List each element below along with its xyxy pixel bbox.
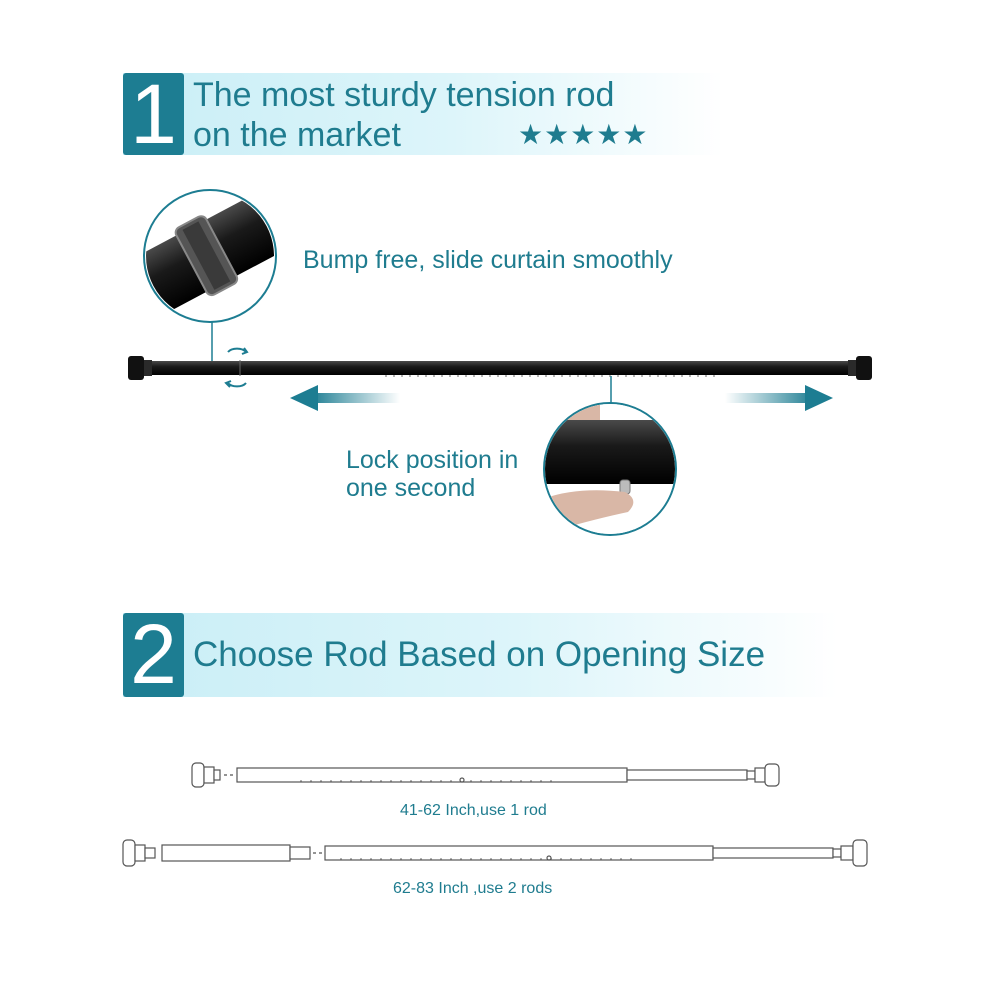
main-rod: [128, 356, 872, 380]
lock-position-callout: Lock position in one second: [346, 446, 518, 502]
section-1-title-line1: The most sturdy tension rod: [193, 76, 615, 114]
lock-callout-line1: Lock position in: [346, 446, 519, 474]
lock-callout-line2: one second: [346, 474, 476, 502]
zoom-circle-sleeve: [143, 189, 277, 370]
section-2-title: Choose Rod Based on Opening Size: [193, 635, 766, 674]
section-1-banner: 1 The most sturdy tension rod on the mar…: [123, 72, 723, 156]
section-2-banner: 2 Choose Rod Based on Opening Size: [123, 612, 838, 697]
rotate-icon: [224, 347, 249, 388]
option-1-caption: 41-62 Inch,use 1 rod: [400, 802, 547, 819]
rating-stars: ★★★★★: [518, 119, 649, 150]
section-2-number: 2: [123, 612, 184, 697]
arrow-right-icon: [725, 385, 833, 411]
zoom-circle-lock: [543, 376, 677, 536]
option-2-caption: 62-83 Inch ,use 2 rods: [393, 880, 553, 897]
rod-option-2: [122, 839, 868, 867]
section-1-title-line2: on the market: [193, 116, 401, 154]
rod-option-1: [191, 762, 780, 788]
arrow-left-icon: [290, 385, 400, 411]
section-1-number: 1: [123, 72, 184, 156]
bump-free-callout: Bump free, slide curtain smoothly: [303, 246, 673, 274]
